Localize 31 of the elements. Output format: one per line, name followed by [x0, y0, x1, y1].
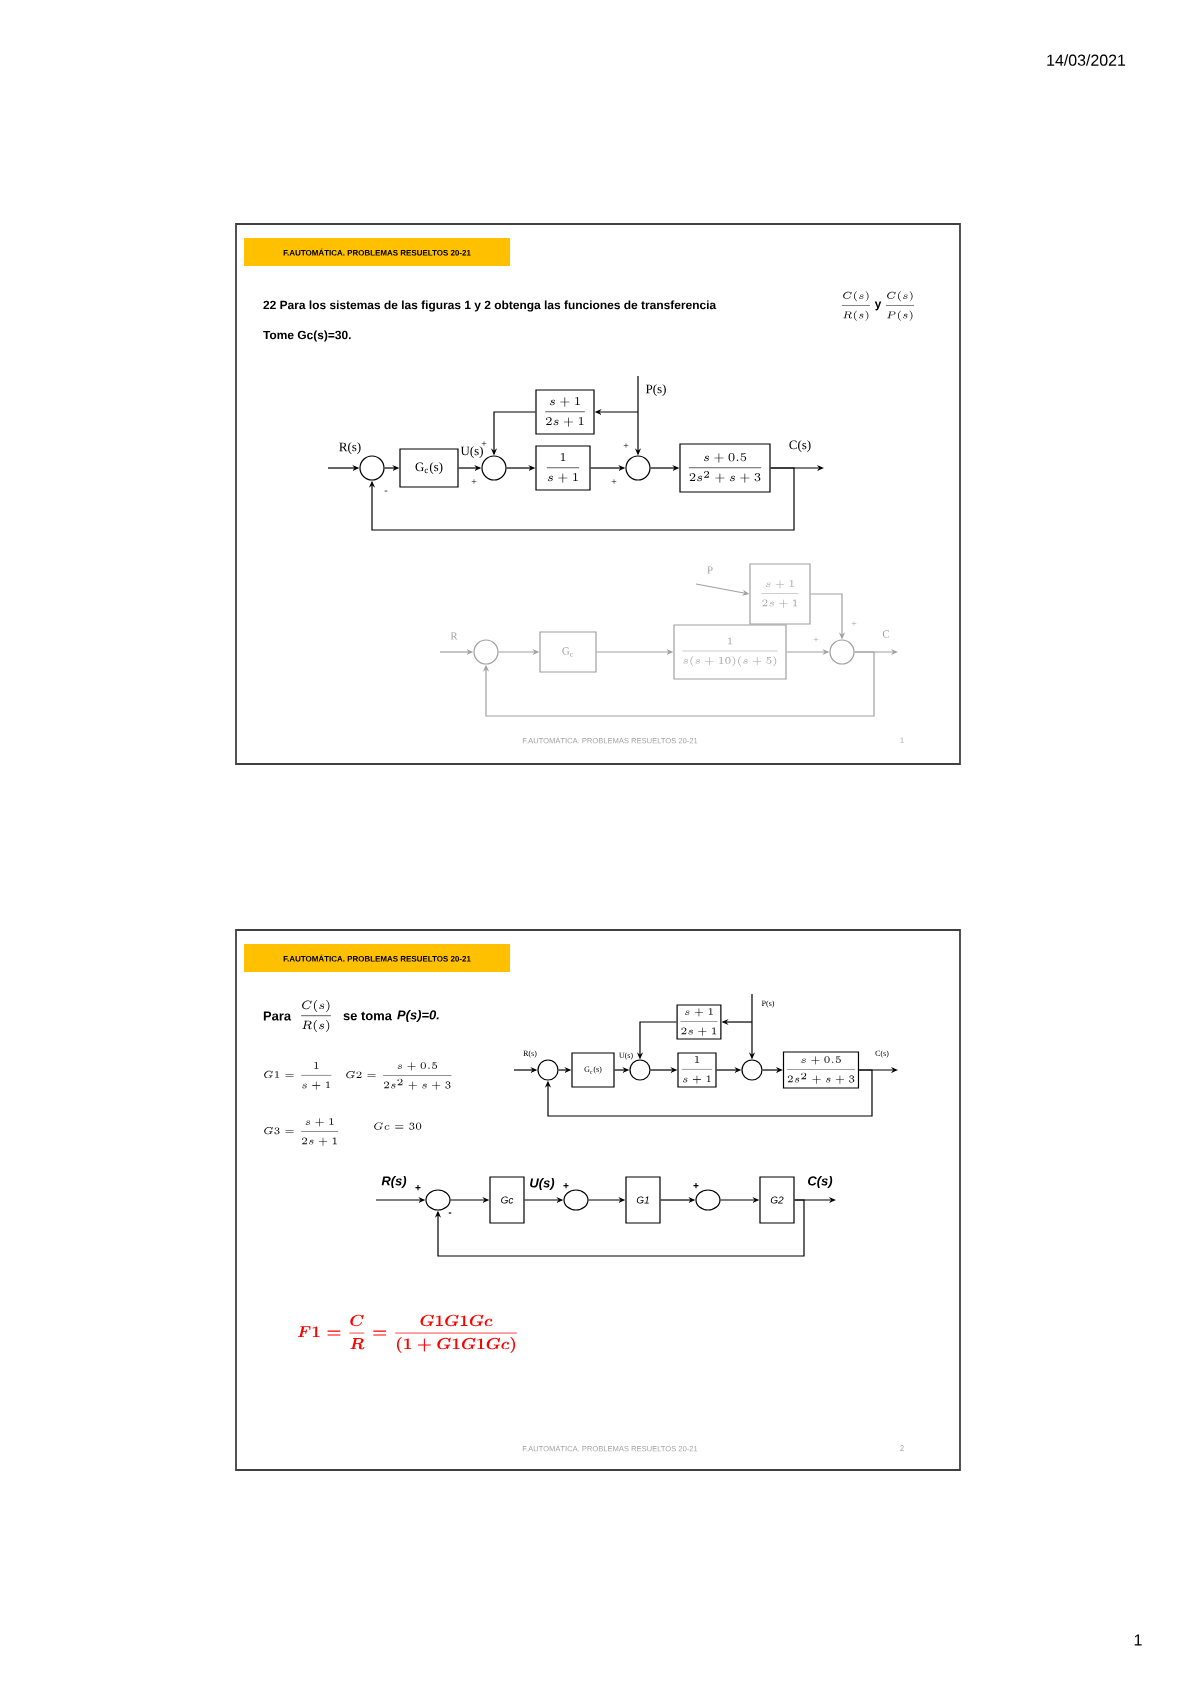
summing-junction: [425, 1189, 451, 1211]
summing-junction: [629, 1059, 651, 1081]
transfer-function-block: $\frac{s+1}{2s+1}$: [676, 1004, 722, 1040]
summing-junction: [563, 1189, 589, 1211]
summing-junction: [741, 1059, 763, 1081]
formula: $\frac{C(s)}{P(s)}$: [885, 291, 915, 321]
formula: $G2=\frac{s+0.5}{2s^2+s+3}$: [346, 1062, 452, 1090]
summing-junction: [537, 1059, 559, 1081]
result-formula: $F1=\frac{C}{R}=\frac{G1G1Gc}{(1+G1G1Gc)}$: [297, 1314, 517, 1353]
formula: $\frac{C(s)}{R(s)}$: [301, 1000, 331, 1032]
formula: $G3=\frac{s+1}{2s+1}$: [264, 1118, 339, 1146]
formula: $Gc=30$: [374, 1122, 422, 1130]
transfer-function-block: $\frac{1}{s+1}$: [677, 1052, 717, 1088]
transfer-function-block: $\frac{1}{s+1}$: [535, 445, 591, 491]
summing-junction: [829, 639, 855, 665]
transfer-function-block: $\frac{1}{s(s+10)(s+5)}$: [673, 624, 787, 680]
summing-junction: [695, 1189, 721, 1211]
arrow: [368, 467, 795, 531]
transfer-function-block: $\frac{s+1}{2s+1}$: [535, 389, 595, 435]
arrow: [434, 1199, 805, 1257]
summing-junction: [473, 639, 499, 665]
summing-junction: [481, 455, 507, 481]
formula: $G1=\frac{1}{s+1}$: [264, 1062, 332, 1090]
transfer-function-block: $\frac{s+0.5}{2s^2+s+3}$: [679, 443, 771, 493]
arrow: [544, 1069, 873, 1117]
summing-junction: [625, 455, 651, 481]
summing-junction: [359, 455, 385, 481]
transfer-function-block: $\frac{s+1}{2s+1}$: [749, 563, 811, 625]
formula: $\frac{C(s)}{R(s)}$: [841, 291, 871, 321]
arrow: [482, 651, 875, 717]
transfer-function-block: $\frac{s+0.5}{2s^2+s+3}$: [782, 1051, 860, 1089]
